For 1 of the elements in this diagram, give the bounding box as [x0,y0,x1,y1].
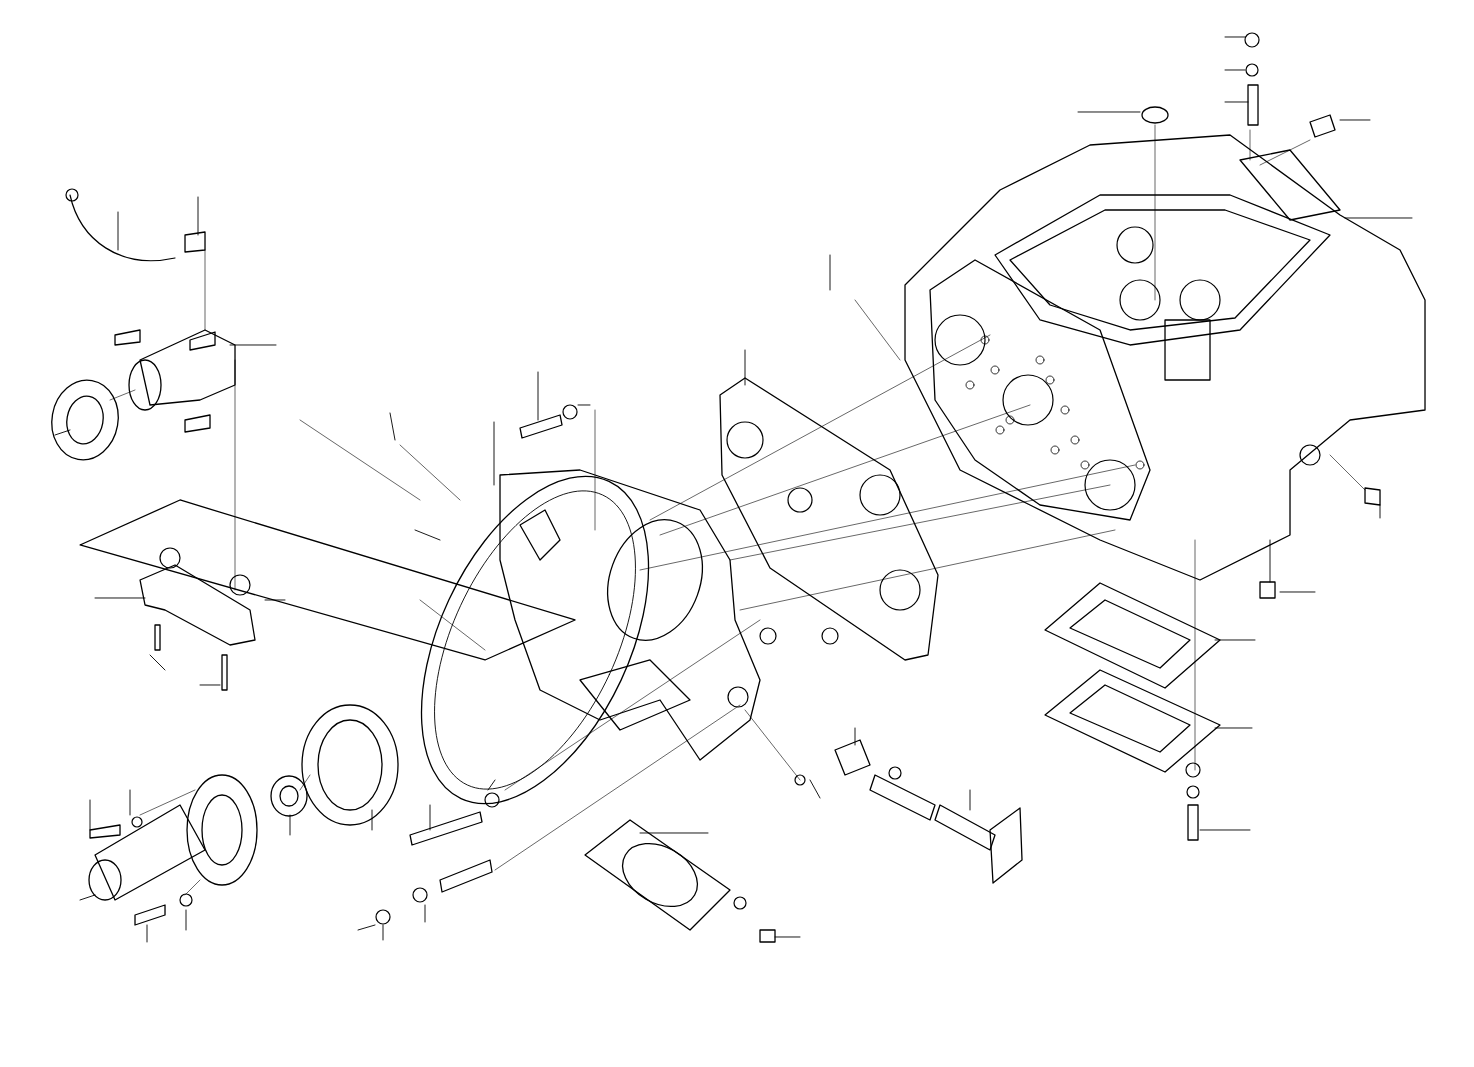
transmission-drawing [51,32,1426,943]
